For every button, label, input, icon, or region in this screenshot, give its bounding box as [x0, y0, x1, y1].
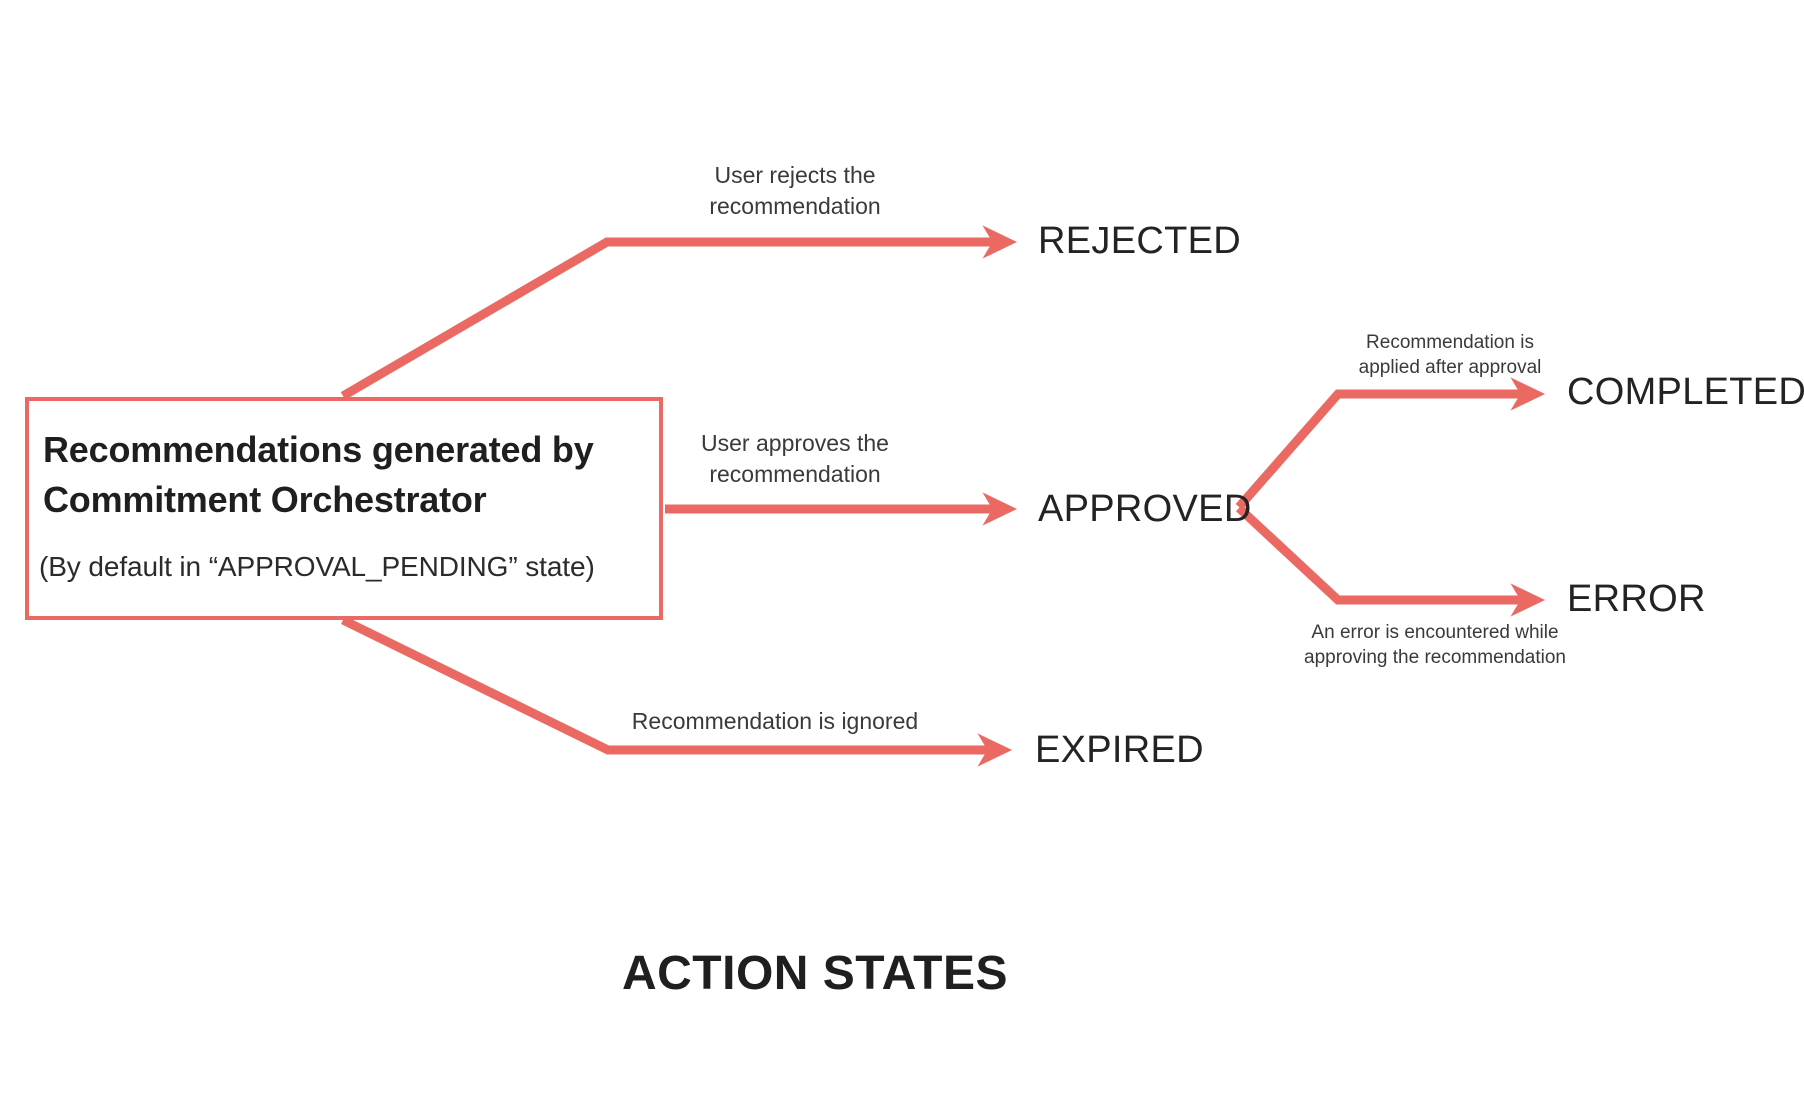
edge-label-to-rejected: User rejects the recommendation: [709, 162, 881, 219]
edge-to-rejected: [340, 225, 1018, 400]
source-node: Recommendations generated by Commitment …: [25, 397, 663, 620]
edge-label-to-completed: Recommendation is applied after approval: [1358, 332, 1542, 379]
state-label-expired: EXPIRED: [1035, 729, 1204, 771]
edge-label-to-expired: Recommendation is ignored: [631, 708, 919, 734]
source-node-subtitle: (By default in “APPROVAL_PENDING” state): [39, 551, 595, 582]
state-label-rejected: REJECTED: [1038, 220, 1241, 262]
edge-label-to-approved: User approves the recommendation: [701, 430, 889, 487]
edge-to-expired: [341, 615, 1013, 767]
diagram-title: ACTION STATES: [621, 947, 1009, 1000]
state-label-completed: COMPLETED: [1567, 371, 1804, 413]
source-node-title: Recommendations generated by Commitment …: [43, 429, 594, 520]
edge-label-to-error: An error is encountered while approving …: [1304, 622, 1566, 669]
edge-to-completed: [1235, 377, 1546, 510]
edge-to-error: [1235, 504, 1546, 617]
state-label-error: ERROR: [1567, 578, 1706, 620]
state-label-approved: APPROVED: [1038, 488, 1252, 530]
